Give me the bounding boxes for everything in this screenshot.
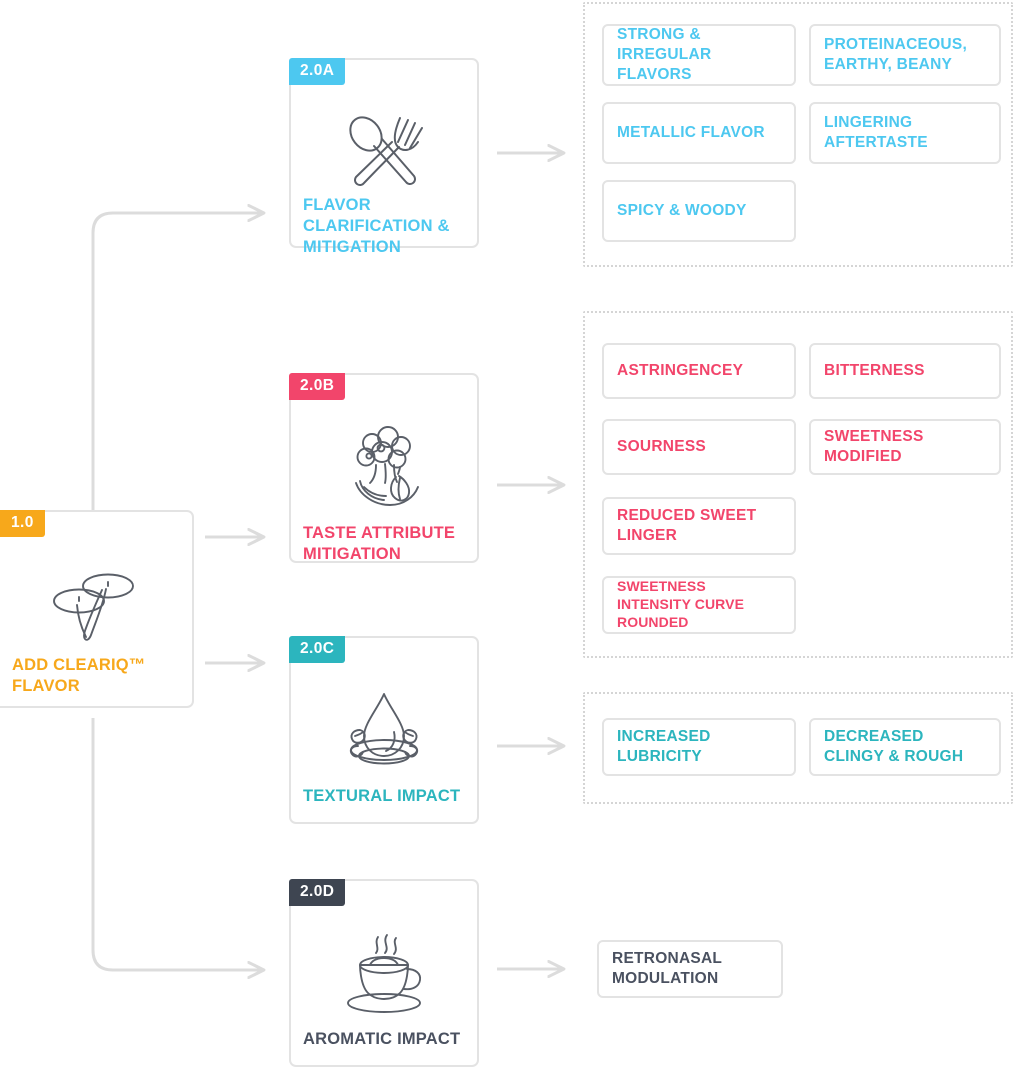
outcome-chip[interactable]: REDUCED SWEET LINGER [602, 497, 796, 555]
outcome-chip[interactable]: ASTRINGENCEY [602, 343, 796, 399]
outcome-chip[interactable]: METALLIC FLAVOR [602, 102, 796, 164]
outcome-group-textural [583, 692, 1013, 804]
outcome-chip[interactable]: LINGERING AFTERTASTE [809, 102, 1001, 164]
outcome-chip[interactable]: RETRONASAL MODULATION [597, 940, 783, 998]
outcome-group-flavor-clarification [583, 2, 1013, 267]
node-flavor-clarification-mitigation[interactable]: 2.0A FLAVOR CLARIFICATION & MITIGATION [289, 58, 479, 256]
node-badge-2-0b: 2.0B [289, 373, 346, 400]
mushroom-icon [0, 564, 192, 650]
coffee-cup-icon [291, 927, 477, 1023]
outcome-chip[interactable]: SWEETNESS INTENSITY CURVE ROUNDED [602, 576, 796, 634]
node-textural-impact[interactable]: 2.0C TEXTURAL IMPACT [289, 636, 479, 824]
node-badge-2-0a: 2.0A [289, 58, 346, 85]
node-label-2-0d: AROMATIC IMPACT [303, 1030, 461, 1048]
outcome-chip[interactable]: STRONG & IRREGULAR FLAVORS [602, 24, 796, 86]
node-aromatic-impact[interactable]: 2.0D AROMATIC IMPACT [289, 879, 479, 1067]
outcome-chip[interactable]: SPICY & WOODY [602, 180, 796, 242]
outcome-chip[interactable]: PROTEINACEOUS, EARTHY, BEANY [809, 24, 1001, 86]
outcome-chip[interactable]: SWEETNESS MODIFIED [809, 419, 1001, 475]
node-label-2-0b: TASTE ATTRIBUTE MITIGATION [303, 524, 456, 563]
spoon-fork-icon [291, 106, 477, 202]
node-badge-2-0d: 2.0D [289, 879, 346, 906]
node-label-2-0c: TEXTURAL IMPACT [303, 787, 461, 805]
route-root-to-a [91, 213, 263, 510]
node-add-cleariq-flavor[interactable]: 1.0 ADD CLEARIQ™ FLAVOR [0, 510, 194, 708]
water-droplet-icon [291, 684, 477, 780]
node-label-2-0a: FLAVOR CLARIFICATION & MITIGATION [303, 196, 450, 256]
broccoli-garlic-icon [291, 421, 477, 517]
route-root-to-d [91, 718, 263, 970]
outcome-chip[interactable]: SOURNESS [602, 419, 796, 475]
node-taste-attribute-mitigation[interactable]: 2.0B [289, 373, 479, 563]
node-badge-2-0c: 2.0C [289, 636, 346, 663]
node-badge-1-0: 1.0 [0, 510, 45, 537]
outcome-group-taste-attribute [583, 311, 1013, 658]
node-label-1-0: ADD CLEARIQ™ FLAVOR [12, 656, 146, 695]
outcome-chip[interactable]: BITTERNESS [809, 343, 1001, 399]
outcome-chip[interactable]: INCREASED LUBRICITY [602, 718, 796, 776]
outcome-chip[interactable]: DECREASED CLINGY & ROUGH [809, 718, 1001, 776]
